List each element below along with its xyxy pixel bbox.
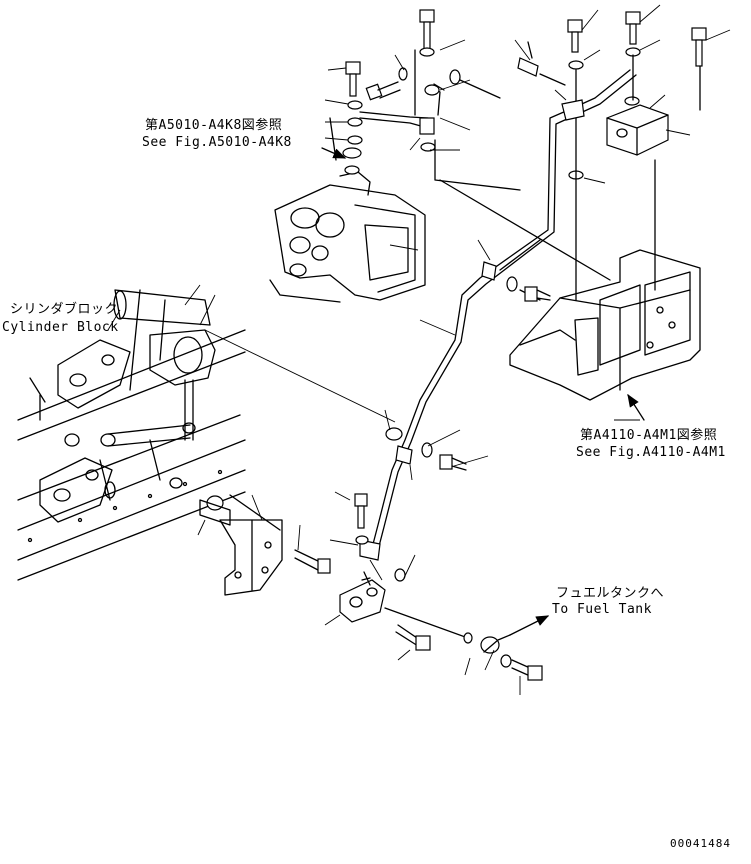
washer-icon [347, 100, 363, 110]
washer-icon [568, 60, 584, 70]
bolt-icon [354, 493, 368, 529]
bolt-icon [524, 286, 551, 302]
arrow-icon [627, 393, 645, 421]
bolt-icon [419, 9, 435, 51]
pump-housing [269, 171, 426, 303]
bolt-icon [439, 454, 467, 471]
bolt-icon [691, 27, 707, 67]
bolt-icon [294, 549, 331, 574]
washer-icon [419, 47, 435, 57]
middle-fasteners [199, 427, 543, 681]
fuel-pipe [359, 69, 637, 561]
cylinder-block-label-jp: シリンダブロック [10, 302, 119, 317]
arrow-icon [321, 147, 347, 159]
drawing-number: 00041484 [670, 837, 731, 850]
washer-icon [449, 69, 461, 85]
washer-icon [398, 67, 408, 81]
bolt-icon [511, 659, 543, 681]
arrow-icon [509, 615, 550, 636]
clamp-icon [481, 261, 497, 281]
cylinder-block-label-en: Cylinder Block [2, 320, 119, 335]
bolt-icon [625, 11, 641, 45]
washer-icon [500, 654, 512, 668]
ref-a5010-label-jp: 第A5010-A4K8図参照 [145, 118, 283, 133]
washer-icon [506, 276, 518, 292]
bolt-icon [365, 81, 401, 101]
banjo-fitting-icon [561, 99, 585, 121]
ref-a4110-label-jp: 第A4110-A4M1図参照 [580, 428, 718, 443]
washer-icon [347, 135, 363, 145]
upper-fasteners [329, 9, 611, 281]
washer-icon [424, 84, 440, 96]
bolt-icon [345, 61, 361, 97]
cylinder-block [17, 289, 246, 581]
pump-bracket [506, 249, 701, 401]
washer-icon [347, 117, 363, 127]
fuel-tank-label-en: To Fuel Tank [552, 602, 652, 617]
washer-icon [394, 568, 406, 582]
fuel-tank-label-jp: フュエルタンクへ [556, 586, 665, 601]
right-fasteners [517, 11, 707, 301]
washer-icon [344, 165, 360, 175]
bolt-icon [567, 19, 583, 53]
washer-icon [624, 96, 640, 106]
washer-icon [355, 535, 369, 545]
bolt-icon [395, 624, 431, 651]
leader-lines [107, 4, 731, 695]
washer-icon [342, 147, 362, 159]
clamp-icon [395, 445, 413, 465]
ref-a4110-label-en: See Fig.A4110-A4M1 [576, 445, 726, 460]
washer-icon [421, 442, 433, 458]
ref-a5010-label-en: See Fig.A5010-A4K8 [142, 135, 292, 150]
